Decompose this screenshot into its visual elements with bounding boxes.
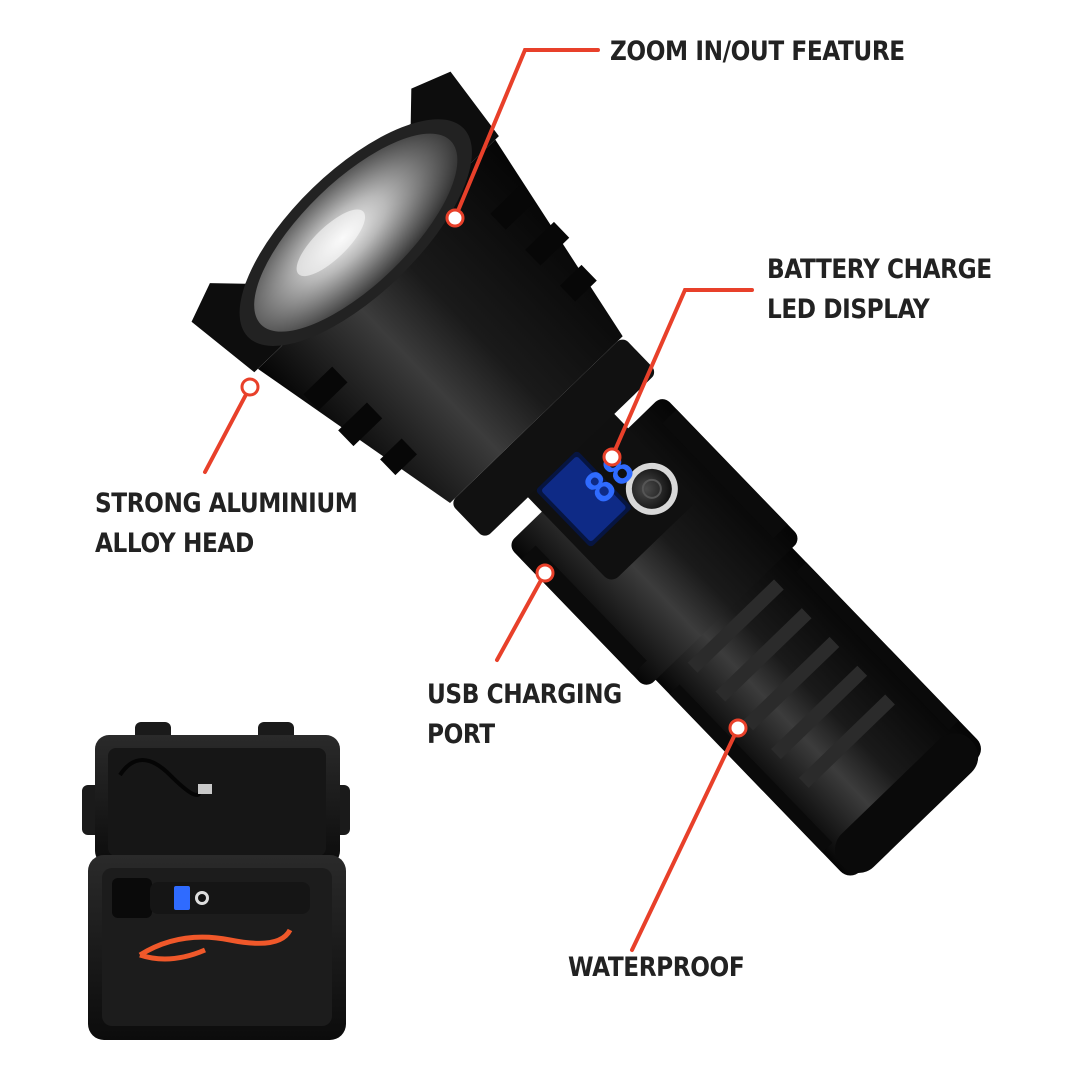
- callout-usb-line2: PORT: [427, 719, 495, 750]
- tail-cap: [835, 733, 979, 874]
- callout-line-waterproof: [630, 726, 740, 952]
- head-fins: [303, 185, 597, 476]
- power-button-icon: [625, 462, 678, 515]
- storage-case-icon: [82, 722, 350, 1040]
- callout-line-head: [203, 385, 252, 474]
- callout-dot-battery: [602, 447, 622, 467]
- callout-head: STRONG ALUMINIUM ALLOY HEAD: [95, 484, 358, 564]
- callout-dot-zoom: [445, 208, 465, 228]
- callout-lines: [203, 48, 754, 952]
- callout-dot-waterproof: [728, 718, 748, 738]
- callout-waterproof: WATERPROOF: [568, 948, 745, 988]
- callout-zoom: ZOOM IN/OUT FEATURE: [610, 32, 905, 72]
- lanyard: [138, 928, 293, 958]
- callout-usb-line1: USB CHARGING: [427, 679, 622, 710]
- callout-usb: USB CHARGING PORT: [427, 675, 622, 755]
- usb-cable: [118, 758, 202, 797]
- grip-fins: [521, 409, 895, 788]
- usb-plug: [198, 784, 212, 794]
- callout-line-zoom: [453, 48, 600, 220]
- callout-battery: BATTERY CHARGE LED DISPLAY: [767, 250, 992, 330]
- lens-highlight: [296, 209, 366, 277]
- side-ribs: [669, 562, 959, 853]
- callout-battery-line2: LED DISPLAY: [767, 294, 930, 325]
- callout-line-usb: [495, 571, 547, 662]
- callout-line-battery: [610, 288, 754, 459]
- callout-waterproof-text: WATERPROOF: [568, 952, 745, 983]
- callout-dot-head: [240, 377, 260, 397]
- lcd-display-icon: [536, 451, 631, 547]
- collar: [453, 339, 655, 536]
- callout-dot-usb: [535, 563, 555, 583]
- callout-battery-line1: BATTERY CHARGE: [767, 254, 992, 285]
- mini-flashlight: [112, 878, 310, 918]
- case-lid-foam: [108, 748, 326, 856]
- callout-head-line1: STRONG ALUMINIUM: [95, 488, 358, 519]
- callout-zoom-text: ZOOM IN/OUT FEATURE: [610, 36, 905, 67]
- callout-head-line2: ALLOY HEAD: [95, 528, 254, 559]
- flashlight-head: [257, 139, 623, 504]
- callout-dots: [240, 208, 748, 738]
- flashlight-icon: [191, 71, 981, 876]
